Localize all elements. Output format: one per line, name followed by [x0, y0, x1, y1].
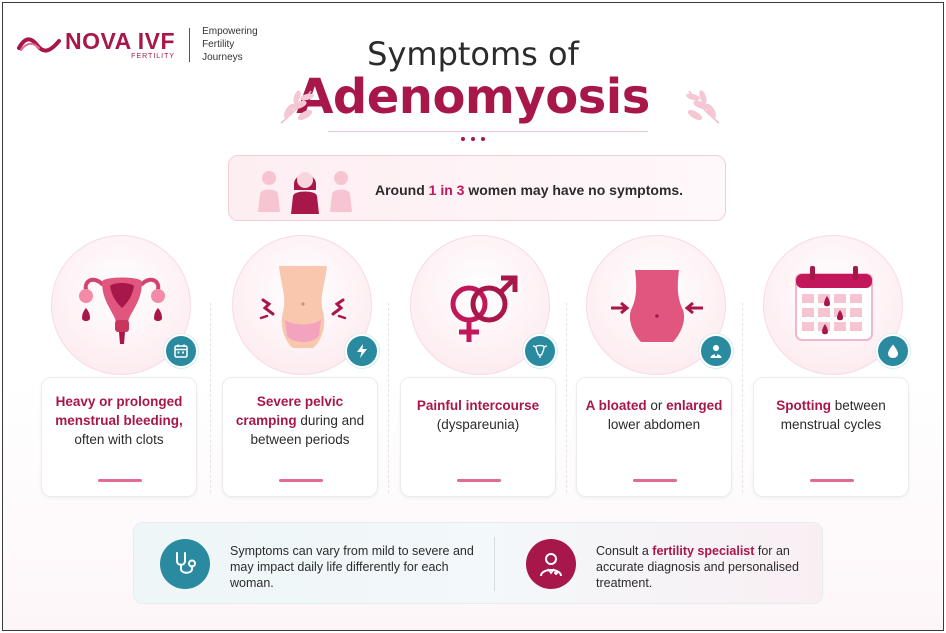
- droplet-icon: [888, 344, 898, 358]
- symptom-bloated-abdomen: A bloated or enlarged lower abdomen: [576, 235, 736, 499]
- symptom-heavy-bleeding: Heavy or prolonged menstrual bleeding, o…: [41, 235, 201, 499]
- symptom-illustration: [410, 235, 557, 375]
- card-underline: [279, 479, 323, 482]
- logo-divider: [189, 27, 191, 62]
- symptom-card: Heavy or prolonged menstrual bleeding, o…: [41, 377, 197, 497]
- symptom-pelvic-cramping: Severe pelvic cramping during and betwee…: [222, 235, 382, 499]
- stat-prefix: Around: [375, 182, 429, 198]
- symptom-bold: Severe pelvic cramping: [235, 394, 344, 428]
- tagline-line: Journeys: [202, 52, 243, 63]
- symptom-card: A bloated or enlarged lower abdomen: [576, 377, 732, 497]
- title-underline: [328, 131, 648, 132]
- person-icon: [710, 345, 722, 358]
- symptom-regular: often with clots: [74, 432, 164, 447]
- consult-prefix: Consult a: [596, 544, 653, 558]
- consult-suffix: for an accurate diagnosis and personalis…: [596, 544, 799, 590]
- lightning-badge: [345, 334, 379, 368]
- title-line-1: Symptoms of: [367, 35, 579, 73]
- stat-text: Around 1 in 3 women may have no symptoms…: [375, 182, 683, 198]
- symptom-illustration: [763, 235, 910, 375]
- symptom-painful-intercourse: Painful intercourse (dyspareunia): [400, 235, 560, 499]
- column-divider: [742, 303, 743, 493]
- symptom-bold: Painful intercourse: [416, 398, 540, 413]
- pelvic-pain-icon: [259, 266, 347, 348]
- symptom-illustration: [232, 235, 379, 375]
- uterus-small-icon: [532, 344, 548, 358]
- brand-sub: FERTILITY: [131, 52, 176, 60]
- tagline: Empowering Fertility Journeys: [202, 25, 258, 64]
- symptom-bold: A bloated: [585, 398, 647, 413]
- card-underline: [98, 479, 142, 482]
- footer-consult-text: Consult a fertility specialist for an ac…: [596, 543, 816, 591]
- footer-variation-text: Symptoms can vary from mild to severe an…: [230, 544, 474, 590]
- symptom-regular: between menstrual cycles: [780, 398, 886, 432]
- leaf-branch-icon: [280, 90, 314, 124]
- bloated-abdomen-icon: [611, 270, 703, 342]
- symptom-regular: (dyspareunia): [436, 417, 520, 432]
- person-badge: [699, 334, 733, 368]
- column-divider: [566, 303, 567, 493]
- footer-divider: [494, 537, 495, 591]
- column-divider: [388, 303, 389, 493]
- symptom-text: Heavy or prolonged menstrual bleeding, o…: [48, 392, 190, 449]
- doctor-icon: [540, 553, 562, 577]
- symptom-card: Severe pelvic cramping during and betwee…: [222, 377, 378, 497]
- symptom-card: Spotting between menstrual cycles: [753, 377, 909, 497]
- calendar-icon: [174, 344, 188, 358]
- lightning-icon: [357, 344, 367, 358]
- symptom-regular: during and between periods: [250, 413, 365, 447]
- uterus-icon: [79, 277, 165, 344]
- symptom-text: Painful intercourse (dyspareunia): [407, 396, 549, 434]
- symptom-regular: or: [646, 398, 667, 413]
- tagline-line: Empowering: [202, 26, 258, 37]
- droplet-badge: [876, 334, 910, 368]
- symptom-text: Severe pelvic cramping during and betwee…: [229, 392, 371, 449]
- uterus-badge: [523, 334, 557, 368]
- calendar-badge: [164, 334, 198, 368]
- symptom-regular: lower abdomen: [607, 417, 701, 432]
- doctor-badge: [526, 539, 576, 589]
- card-underline: [810, 479, 854, 482]
- wave-logo-icon: [17, 36, 61, 52]
- brand-name: NOVA IVF: [65, 27, 176, 54]
- symptom-spotting: Spotting between menstrual cycles: [753, 235, 913, 499]
- symptom-bold: Heavy or prolonged menstrual bleeding,: [55, 394, 183, 428]
- symptom-text: A bloated or enlarged lower abdomen: [583, 396, 725, 434]
- card-underline: [457, 479, 501, 482]
- column-divider: [210, 303, 211, 493]
- stat-highlight: 1 in 3: [428, 182, 465, 198]
- symptom-text: Spotting between menstrual cycles: [760, 396, 902, 434]
- calendar-spotting-icon: [795, 266, 873, 341]
- symptom-illustration: [586, 235, 733, 375]
- stat-banner: Around 1 in 3 women may have no symptoms…: [228, 155, 726, 221]
- consult-highlight: fertility specialist: [652, 544, 755, 558]
- symptom-card: Painful intercourse (dyspareunia): [400, 377, 556, 497]
- stat-suffix: women may have no symptoms.: [464, 182, 684, 198]
- footer-panel: Symptoms can vary from mild to severe an…: [133, 522, 823, 604]
- stethoscope-icon: [176, 552, 196, 574]
- card-underline: [633, 479, 677, 482]
- gender-symbols-icon: [450, 275, 518, 342]
- title-dots: [3, 128, 943, 146]
- symptom-bold: Spotting: [776, 398, 831, 413]
- women-group-icon: [258, 171, 352, 214]
- symptom-illustration: [51, 235, 198, 375]
- nova-ivf-logo: NOVA IVF FERTILITY Empowering Fertility …: [17, 25, 258, 64]
- stethoscope-badge: [160, 539, 210, 589]
- title-line-2: Adenomyosis: [296, 69, 650, 125]
- tagline-line: Fertility: [202, 39, 235, 50]
- leaf-branch-icon: [686, 90, 720, 124]
- symptom-bold: enlarged: [666, 398, 723, 413]
